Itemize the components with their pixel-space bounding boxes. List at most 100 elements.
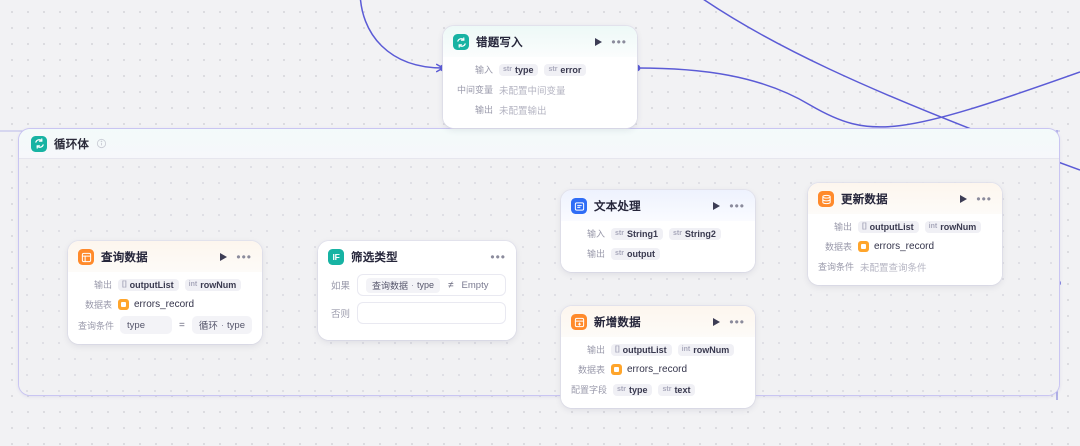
node-row-output: 输出 未配置输出 xyxy=(453,101,627,118)
node-row-fields: 配置字段 str type str text xyxy=(571,381,745,398)
node-error-write[interactable]: 错题写入 ••• 输入 str type str error 中间变量 未配 xyxy=(443,26,637,128)
row-label: 查询条件 xyxy=(818,262,855,272)
row-label: 数据表 xyxy=(824,242,852,252)
table-name: errors_record xyxy=(627,364,688,375)
node-title: 错题写入 xyxy=(476,37,523,49)
table-name: errors_record xyxy=(874,241,935,252)
field-tag: str output xyxy=(611,247,660,260)
database-update-icon xyxy=(818,191,834,207)
more-icon[interactable]: ••• xyxy=(729,199,745,213)
node-header[interactable]: 查询数据 ••• xyxy=(68,241,262,272)
if-branch-label: 如果 xyxy=(330,281,350,292)
play-icon[interactable] xyxy=(220,253,228,261)
loop-container-header[interactable]: 循环体 xyxy=(19,129,1059,159)
row-value: 未配置输出 xyxy=(499,105,547,117)
else-branch-row: 否则 xyxy=(328,302,506,324)
if-operand-left: 查询数据 · type xyxy=(366,277,441,293)
node-row-output: 输出 [] outputList int rowNum xyxy=(78,276,252,293)
node-title: 文本处理 xyxy=(594,201,641,213)
node-body: 如果 查询数据 · type ≠ Empty 否则 xyxy=(318,272,516,340)
node-header[interactable]: 文本处理 ••• xyxy=(561,190,755,221)
else-branch-label: 否则 xyxy=(330,309,350,320)
node-add-data[interactable]: 新增数据 ••• 输出 [] outputList int rowNum 数据表 xyxy=(561,306,755,408)
node-row-table: 数据表 errors_record xyxy=(571,361,745,378)
if-branch-row: 如果 查询数据 · type ≠ Empty xyxy=(328,274,506,296)
field-tag: str String1 xyxy=(611,227,663,240)
field-tag: str type xyxy=(499,63,539,76)
node-row-midvar: 中间变量 未配置中间变量 xyxy=(453,81,627,98)
field-tag: str type xyxy=(613,383,653,396)
node-header[interactable]: 错题写入 ••• xyxy=(443,26,637,57)
table-icon xyxy=(611,364,622,375)
node-body: 输出 [] outputList int rowNum 数据表 errors_r… xyxy=(68,272,262,344)
row-label: 输入 xyxy=(586,229,605,239)
node-row-input: 输入 str type str error xyxy=(453,61,627,78)
loop-container-title: 循环体 xyxy=(54,138,90,151)
node-filter-type[interactable]: IF 筛选类型 ••• 如果 查询数据 · type ≠ Empty xyxy=(318,241,516,340)
field-tag: int rowNum xyxy=(184,278,242,291)
loop-icon xyxy=(453,34,469,50)
else-condition-field[interactable] xyxy=(357,302,506,324)
row-label: 输入 xyxy=(474,65,493,75)
field-tag: str text xyxy=(658,383,696,396)
node-title: 更新数据 xyxy=(841,194,888,206)
node-header[interactable]: 更新数据 ••• xyxy=(808,183,1002,214)
node-row-output: 输出 str output xyxy=(571,245,745,262)
play-icon[interactable] xyxy=(713,202,721,210)
node-header[interactable]: IF 筛选类型 ••• xyxy=(318,241,516,272)
node-row-table: 数据表 errors_record xyxy=(78,296,252,313)
row-label: 中间变量 xyxy=(456,85,493,95)
node-row-table: 数据表 errors_record xyxy=(818,238,992,255)
more-icon[interactable]: ••• xyxy=(611,35,627,49)
row-label: 输出 xyxy=(586,249,605,259)
if-operator: ≠ xyxy=(448,279,454,291)
node-body: 输入 str String1 str String2 输出 str output xyxy=(561,221,755,272)
node-title: 筛选类型 xyxy=(351,252,398,264)
field-tag: [] outputList xyxy=(611,343,672,356)
database-query-icon xyxy=(78,249,94,265)
condition-right[interactable]: 循环 · type xyxy=(191,316,252,334)
node-body: 输出 [] outputList int rowNum 数据表 errors_r… xyxy=(808,214,1002,285)
play-icon[interactable] xyxy=(713,318,721,326)
row-label: 数据表 xyxy=(84,300,112,310)
table-icon xyxy=(858,241,869,252)
more-icon[interactable]: ••• xyxy=(976,192,992,206)
play-icon[interactable] xyxy=(960,195,968,203)
node-title: 新增数据 xyxy=(594,317,641,329)
if-condition-field[interactable]: 查询数据 · type ≠ Empty xyxy=(357,274,506,296)
row-value: 未配置中间变量 xyxy=(499,85,566,97)
table-chip: errors_record xyxy=(858,241,934,252)
field-tag: int rowNum xyxy=(677,343,735,356)
play-icon[interactable] xyxy=(595,38,603,46)
row-label: 输出 xyxy=(833,222,852,232)
field-tag: int rowNum xyxy=(924,220,982,233)
field-tag: str String2 xyxy=(668,227,721,240)
node-header[interactable]: 新增数据 ••• xyxy=(561,306,755,337)
row-label: 配置字段 xyxy=(571,385,608,395)
row-label: 输出 xyxy=(474,105,493,115)
row-label: 输出 xyxy=(586,345,605,355)
if-icon: IF xyxy=(328,249,344,265)
node-title: 查询数据 xyxy=(101,252,148,264)
more-icon[interactable]: ••• xyxy=(490,250,506,264)
if-operand-right: Empty xyxy=(461,279,489,291)
more-icon[interactable]: ••• xyxy=(236,250,252,264)
table-name: errors_record xyxy=(134,299,195,310)
row-value: 未配置查询条件 xyxy=(860,262,927,274)
row-label: 数据表 xyxy=(577,365,605,375)
node-text-process[interactable]: 文本处理 ••• 输入 str String1 str String2 输出 xyxy=(561,190,755,272)
field-tag: [] outputList xyxy=(118,278,179,291)
more-icon[interactable]: ••• xyxy=(729,315,745,329)
info-icon[interactable] xyxy=(96,138,107,149)
node-row-condition: 查询条件 type = 循环 · type xyxy=(78,316,252,334)
node-body: 输入 str type str error 中间变量 未配置中间变量 输出 未配… xyxy=(443,57,637,128)
node-query-data[interactable]: 查询数据 ••• 输出 [] outputList int rowNum 数据表 xyxy=(68,241,262,344)
node-body: 输出 [] outputList int rowNum 数据表 errors_r… xyxy=(561,337,755,408)
row-label: 查询条件 xyxy=(78,320,115,331)
condition-left[interactable]: type xyxy=(120,316,172,334)
loop-icon xyxy=(31,135,47,152)
node-update-data[interactable]: 更新数据 ••• 输出 [] outputList int rowNum 数据表 xyxy=(808,183,1002,285)
table-chip: errors_record xyxy=(611,364,687,375)
condition-operator: = xyxy=(179,319,185,331)
